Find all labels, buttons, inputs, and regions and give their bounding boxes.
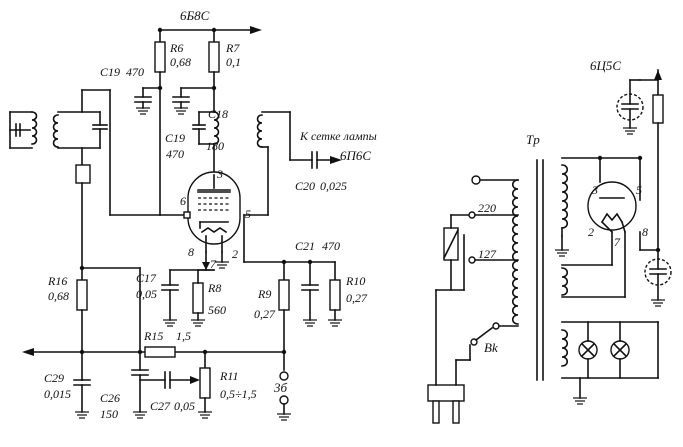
label-rectifier-tube: 6Ц5С [590,58,621,73]
rectifier-tube-6C5S [587,181,637,234]
label-R8-value: 560 [208,303,226,317]
if-transformer [9,89,108,281]
label-switch: Bk [484,340,498,355]
plate-coil [192,111,291,216]
label-pin8: 8 [188,245,194,259]
label-pin5: 5 [245,207,251,221]
label-jack: 3б [273,380,288,395]
label-rpin3: 3 [591,183,598,197]
rectifier-wiring [555,157,659,405]
label-C17: C17 [136,271,157,285]
label-R10: R10 [345,274,365,288]
label-C18: C18 [208,107,228,121]
label-C29: C29 [44,371,64,385]
label-R10-value: 0,27 [346,291,368,305]
label-R15: R15 [143,329,163,343]
label-pin2: 2 [232,247,238,261]
mains-plug [427,289,465,424]
label-R7: R7 [225,41,240,55]
label-C20: C20 [295,179,315,193]
label-R11-value: 0,5÷1,5 [220,387,257,401]
label-C19-top: C19 [100,65,120,79]
label-rpin2: 2 [588,225,594,239]
label-supply-tube: 6Б8С [180,8,210,23]
label-C29-value: 0,015 [44,387,71,401]
label-out-tube: 6П6С [340,148,371,163]
power-transformer [511,159,569,381]
label-C19-value: 470 [166,147,184,161]
label-pin6: 6 [180,194,186,208]
pilot-lamps [578,321,630,379]
jack-3b [277,371,291,421]
label-pin7: 7 [210,257,217,271]
label-transformer: Tp [526,132,540,147]
voltage-selector [442,175,519,291]
cathode-network [161,251,229,327]
label-R6-value: 0,68 [170,55,191,69]
label-C26: C26 [100,391,120,405]
output-to-6P6S [289,151,342,169]
label-R11: R11 [219,369,238,383]
label-grid-note: К сетке лампы [299,129,377,143]
label-R6: R6 [169,41,183,55]
label-C27-value: 0,05 [174,399,195,413]
label-C19: C19 [165,131,185,145]
label-R15-value: 1,5 [176,329,191,343]
label-R8: R8 [207,281,221,295]
label-R9-value: 0,27 [254,307,276,321]
resistor-R6 [154,41,166,216]
label-220: 220 [478,201,496,215]
label-R16: R16 [47,274,67,288]
label-C19-top-value: 470 [126,65,144,79]
label-rpin5: 5 [636,183,642,197]
resistor-R7 [208,41,220,113]
label-C17-value: 0,05 [136,287,157,301]
label-C21: C21 [295,239,315,253]
label-C20-value: 0,025 [320,179,347,193]
filter-network [616,69,672,307]
label-rpin8: 8 [642,225,648,239]
label-R9: R9 [257,287,271,301]
capacitor-C19-top [134,87,161,115]
supply-rail [159,26,262,43]
label-rpin7: 7 [614,235,621,249]
agc-network [22,267,285,419]
label-R7-value: 0,1 [226,55,241,69]
tube-6B8S [159,171,241,253]
label-C18-value: 180 [206,139,224,153]
label-R16-value: 0,68 [48,289,69,303]
power-switch [455,322,519,361]
label-pin3: 3 [216,167,223,181]
label-C26-value: 150 [100,407,118,421]
label-C21-value: 470 [322,239,340,253]
label-127: 127 [478,247,497,261]
detector-load [243,214,342,371]
capacitor-decoupling-2 [172,87,215,115]
label-C27: C27 [150,399,171,413]
